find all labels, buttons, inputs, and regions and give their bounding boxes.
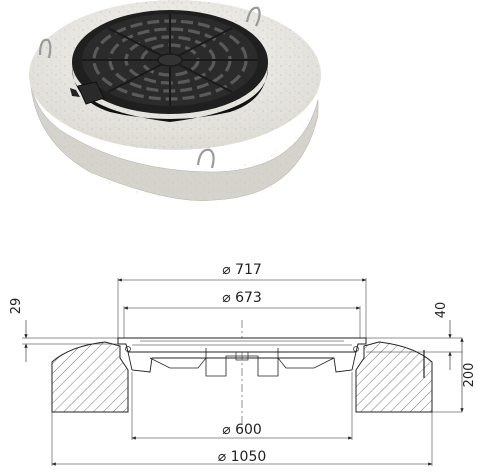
lifting-loop-icon [38, 6, 261, 169]
dim-inner-frame: 673 [235, 290, 262, 306]
dia-symbol: ⌀ [218, 449, 227, 465]
svg-text:⌀ 673: ⌀ 673 [222, 290, 262, 306]
dia-symbol: ⌀ [222, 262, 231, 278]
product-render [29, 0, 321, 201]
dim-outer-frame: 717 [235, 262, 262, 278]
svg-text:⌀ 600: ⌀ 600 [222, 422, 262, 438]
svg-text:⌀ 717: ⌀ 717 [222, 262, 262, 278]
section-drawing [22, 278, 464, 466]
concrete-section-right [355, 341, 433, 413]
svg-text:⌀ 1050: ⌀ 1050 [218, 449, 267, 465]
dim-height-right-total: 200 [462, 363, 477, 388]
dia-symbol: ⌀ [222, 290, 231, 306]
dim-clear-opening: 600 [235, 422, 262, 438]
dim-ring-outer: 1050 [231, 449, 267, 465]
dim-height-left: 29 [9, 298, 24, 315]
dim-height-right-top: 40 [434, 302, 449, 319]
concrete-section-left [51, 341, 129, 413]
hinge-icon [77, 81, 105, 105]
dia-symbol: ⌀ [222, 422, 231, 438]
dimension-labels: ⌀ 717 ⌀ 673 ⌀ 600 ⌀ 1050 29 40 200 [9, 262, 477, 465]
